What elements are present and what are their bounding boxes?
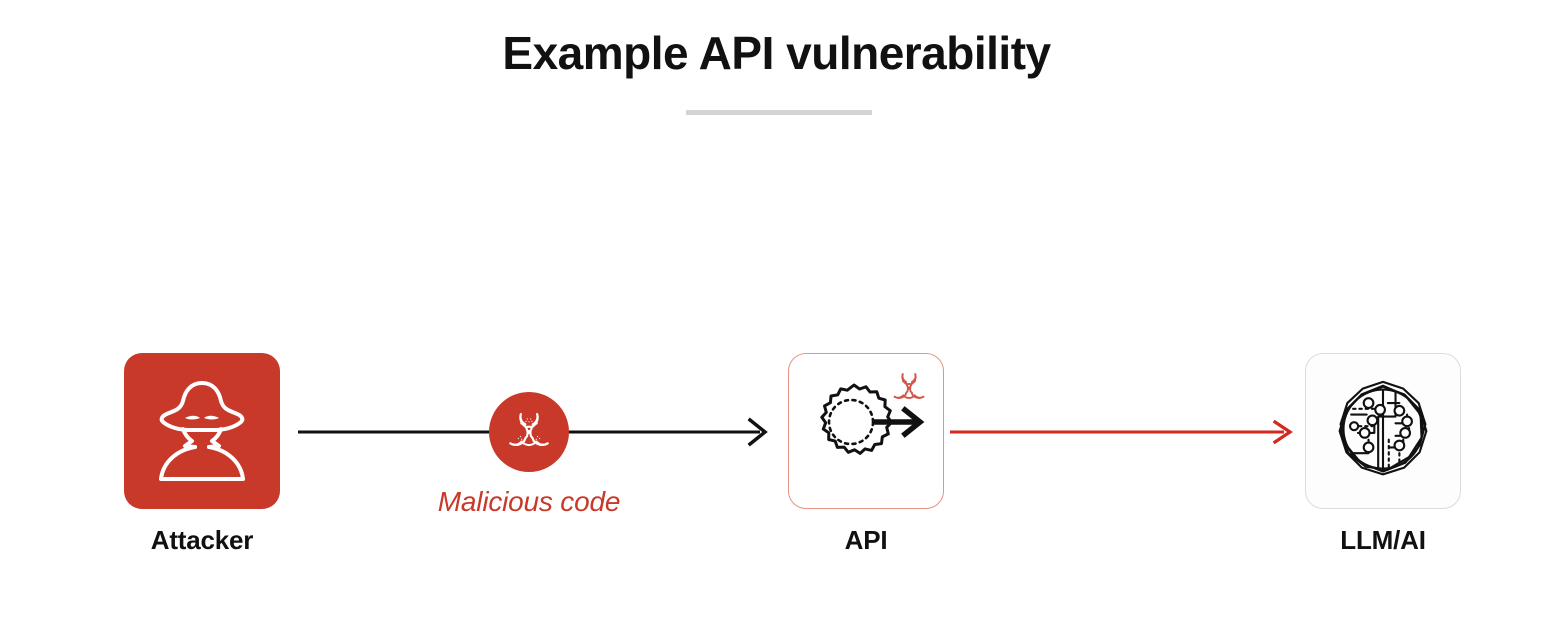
node-attacker[interactable]: Attacker bbox=[124, 353, 280, 556]
gear-inner-dotted-circle bbox=[827, 398, 875, 446]
malicious-code-label: Malicious code bbox=[437, 486, 621, 517]
hacker-icon bbox=[159, 381, 245, 481]
llm-label: LLM/AI bbox=[1340, 525, 1426, 555]
biohazard-icon bbox=[509, 413, 549, 447]
biohazard-center-dot bbox=[527, 430, 531, 434]
page-title: Example API vulnerability bbox=[502, 27, 1051, 79]
attacker-label: Attacker bbox=[150, 525, 254, 555]
api-icon-box[interactable] bbox=[788, 353, 944, 509]
connector-api-to-llm bbox=[950, 417, 1294, 447]
node-llm[interactable]: LLM/AI bbox=[1305, 353, 1461, 556]
arrow-right-icon bbox=[872, 406, 925, 438]
title-divider bbox=[686, 110, 872, 115]
biohazard-icon bbox=[893, 373, 925, 399]
llm-icon-box[interactable] bbox=[1305, 353, 1461, 509]
node-api[interactable]: API bbox=[788, 353, 944, 556]
ai-circuit-brain-icon bbox=[1338, 380, 1428, 476]
arrow-red-icon bbox=[950, 419, 1293, 445]
api-label: API bbox=[844, 525, 888, 555]
gear-arrow-icon bbox=[820, 383, 925, 455]
attacker-icon-box[interactable] bbox=[124, 353, 280, 509]
malicious-code-badge bbox=[489, 392, 569, 472]
